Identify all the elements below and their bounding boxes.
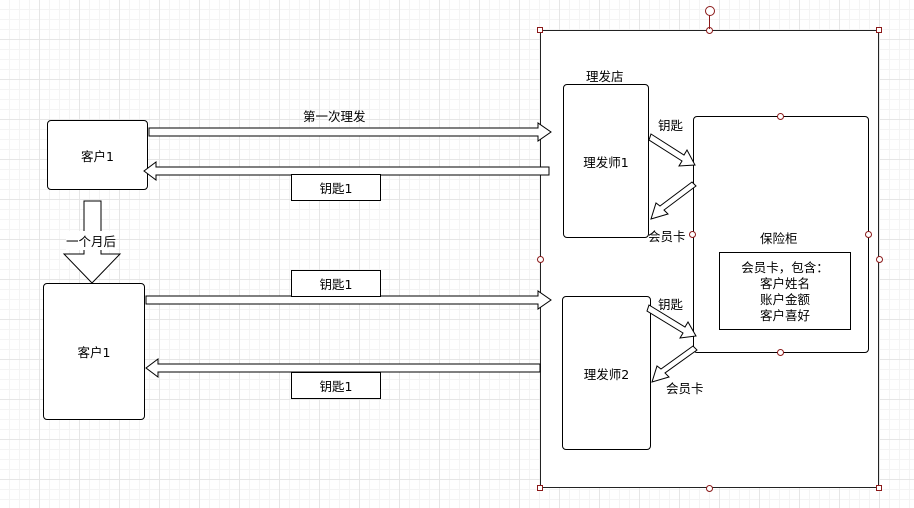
arrow-return-bottom[interactable]	[145, 358, 541, 378]
label-card-from-safe-2: 会员卡	[666, 381, 704, 396]
key-box-bottom[interactable]: 钥匙1	[291, 372, 381, 399]
arrow-first-haircut[interactable]	[148, 122, 552, 142]
arrow-card-to-barber-2[interactable]	[651, 345, 698, 383]
selection-handle[interactable]	[876, 27, 882, 33]
connection-point[interactable]	[537, 256, 544, 263]
customer-top-label: 客户1	[81, 148, 114, 164]
connection-point[interactable]	[777, 113, 784, 120]
selection-handle[interactable]	[876, 485, 882, 491]
key-box-top[interactable]: 钥匙1	[291, 174, 381, 201]
label-key-to-safe-1: 钥匙	[658, 118, 684, 133]
label-first-haircut: 第一次理发	[303, 109, 366, 124]
label-key-to-safe-2: 钥匙	[658, 297, 684, 312]
rotate-handle[interactable]	[705, 6, 715, 16]
connection-point[interactable]	[706, 485, 713, 492]
member-card-line: 账户金额	[759, 292, 810, 307]
key-box-mid-label: 钥匙1	[319, 277, 353, 292]
member-card-line: 客户姓名	[759, 276, 810, 291]
arrow-second-visit[interactable]	[145, 290, 552, 310]
connection-point[interactable]	[777, 349, 784, 356]
customer-bottom-label: 客户1	[77, 345, 111, 360]
arrow-key-to-safe-2[interactable]	[646, 304, 697, 339]
selection-handle[interactable]	[537, 485, 543, 491]
connection-point[interactable]	[876, 256, 883, 263]
rotate-line	[709, 15, 710, 29]
connection-point[interactable]	[865, 231, 872, 238]
label-one-month-later: 一个月后	[66, 231, 117, 250]
member-card-line: 客户喜好	[759, 308, 810, 323]
safe-title: 保险柜	[760, 231, 798, 246]
label-card-from-safe-1: 会员卡	[648, 229, 686, 244]
barber-2-label: 理发师2	[583, 366, 630, 382]
arrow-key-to-safe-1[interactable]	[648, 133, 696, 167]
selection-handle[interactable]	[537, 27, 543, 33]
shop-title: 理发店	[586, 69, 624, 84]
key-box-top-label: 钥匙1	[319, 181, 353, 196]
member-card-box[interactable]: 会员卡，包含： 客户姓名 账户金额 客户喜好	[719, 252, 851, 330]
member-card-line: 会员卡，包含：	[741, 260, 829, 275]
arrow-card-to-barber-1[interactable]	[650, 181, 697, 220]
customer-bottom[interactable]: 客户1	[43, 283, 145, 420]
customer-top[interactable]: 客户1	[47, 120, 148, 190]
connection-point[interactable]	[689, 231, 696, 238]
key-box-mid[interactable]: 钥匙1	[291, 270, 381, 297]
barber-1[interactable]: 理发师1	[563, 84, 649, 238]
barber-2[interactable]: 理发师2	[562, 296, 651, 450]
barber-1-label: 理发师1	[583, 154, 629, 170]
arrow-return-top[interactable]	[143, 161, 550, 181]
key-box-bottom-label: 钥匙1	[319, 379, 353, 394]
